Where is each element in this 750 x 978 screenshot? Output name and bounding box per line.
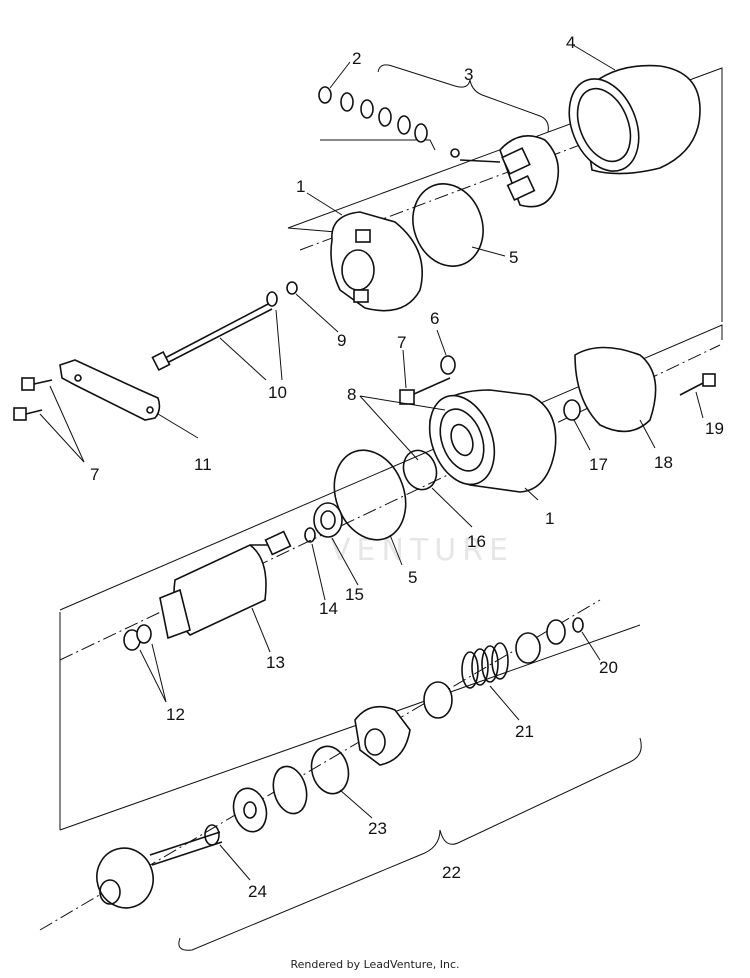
- part-spring-21: [423, 642, 509, 719]
- label-17: 17: [589, 455, 608, 474]
- label-3: 3: [464, 65, 473, 84]
- part-bearing: [313, 502, 343, 538]
- part-washer-6: [440, 355, 456, 375]
- part-bolt-7: [399, 377, 451, 405]
- watermark-text: VENTURE: [330, 533, 514, 568]
- label-5-upper: 5: [509, 248, 518, 267]
- part-small-washer: [286, 281, 298, 295]
- label-11: 11: [194, 455, 212, 474]
- part-drive-gear-shaft: [96, 831, 223, 909]
- label-7-center: 7: [397, 333, 406, 352]
- label-22: 22: [442, 863, 461, 882]
- group-boundaries: [59, 67, 723, 831]
- leader-lines: [39, 44, 704, 881]
- label-9: 9: [337, 331, 346, 350]
- label-1-lower: 1: [545, 509, 554, 528]
- part-bolt-19: [679, 373, 716, 396]
- part-clutch-plates: [232, 765, 308, 833]
- label-18: 18: [654, 453, 673, 472]
- part-drive-housing: [428, 389, 557, 493]
- label-14: 14: [319, 599, 338, 618]
- label-2: 2: [352, 49, 361, 68]
- label-5-lower: 5: [408, 568, 417, 587]
- label-1-upper: 1: [296, 177, 305, 196]
- part-gasket-18: [574, 346, 657, 433]
- label-7-left: 7: [90, 465, 99, 484]
- part-ring-14: [304, 527, 316, 543]
- part-o-ring-upper: [412, 183, 484, 267]
- part-o-ring-lower: [333, 449, 407, 541]
- label-6: 6: [430, 309, 439, 328]
- label-4: 4: [566, 33, 575, 52]
- part-bolts-left: [13, 377, 53, 421]
- part-yoke-housing: [568, 64, 701, 175]
- label-13: 13: [266, 653, 285, 672]
- callout-labels: 2 3 4 1 5 9 10 11 7 6 7 8 1 16 5 15 14 1…: [90, 33, 724, 901]
- label-23: 23: [368, 819, 387, 838]
- part-mounting-bracket: [59, 359, 161, 421]
- part-washer-stack: [318, 86, 428, 143]
- part-brush-holder: [450, 134, 560, 208]
- label-8: 8: [347, 385, 356, 404]
- label-12: 12: [166, 705, 185, 724]
- label-21: 21: [515, 722, 534, 741]
- label-24: 24: [248, 882, 267, 901]
- part-armature: [159, 530, 292, 640]
- brackets: [178, 64, 642, 951]
- part-through-bolt: [151, 291, 278, 372]
- label-19: 19: [705, 419, 724, 438]
- part-snap-ring-23: [310, 745, 350, 795]
- part-washer-17: [563, 399, 581, 421]
- part-clutch-ring-20: [515, 617, 584, 664]
- label-10: 10: [268, 383, 287, 402]
- label-16: 16: [467, 532, 486, 551]
- part-end-cover-upper: [330, 211, 423, 312]
- render-credit-footer: Rendered by LeadVenture, Inc.: [290, 958, 460, 971]
- label-15: 15: [345, 585, 364, 604]
- label-20: 20: [599, 658, 618, 677]
- part-o-ring-16: [402, 449, 438, 491]
- part-washers-12: [123, 624, 152, 651]
- part-pinion-gear: [354, 705, 411, 766]
